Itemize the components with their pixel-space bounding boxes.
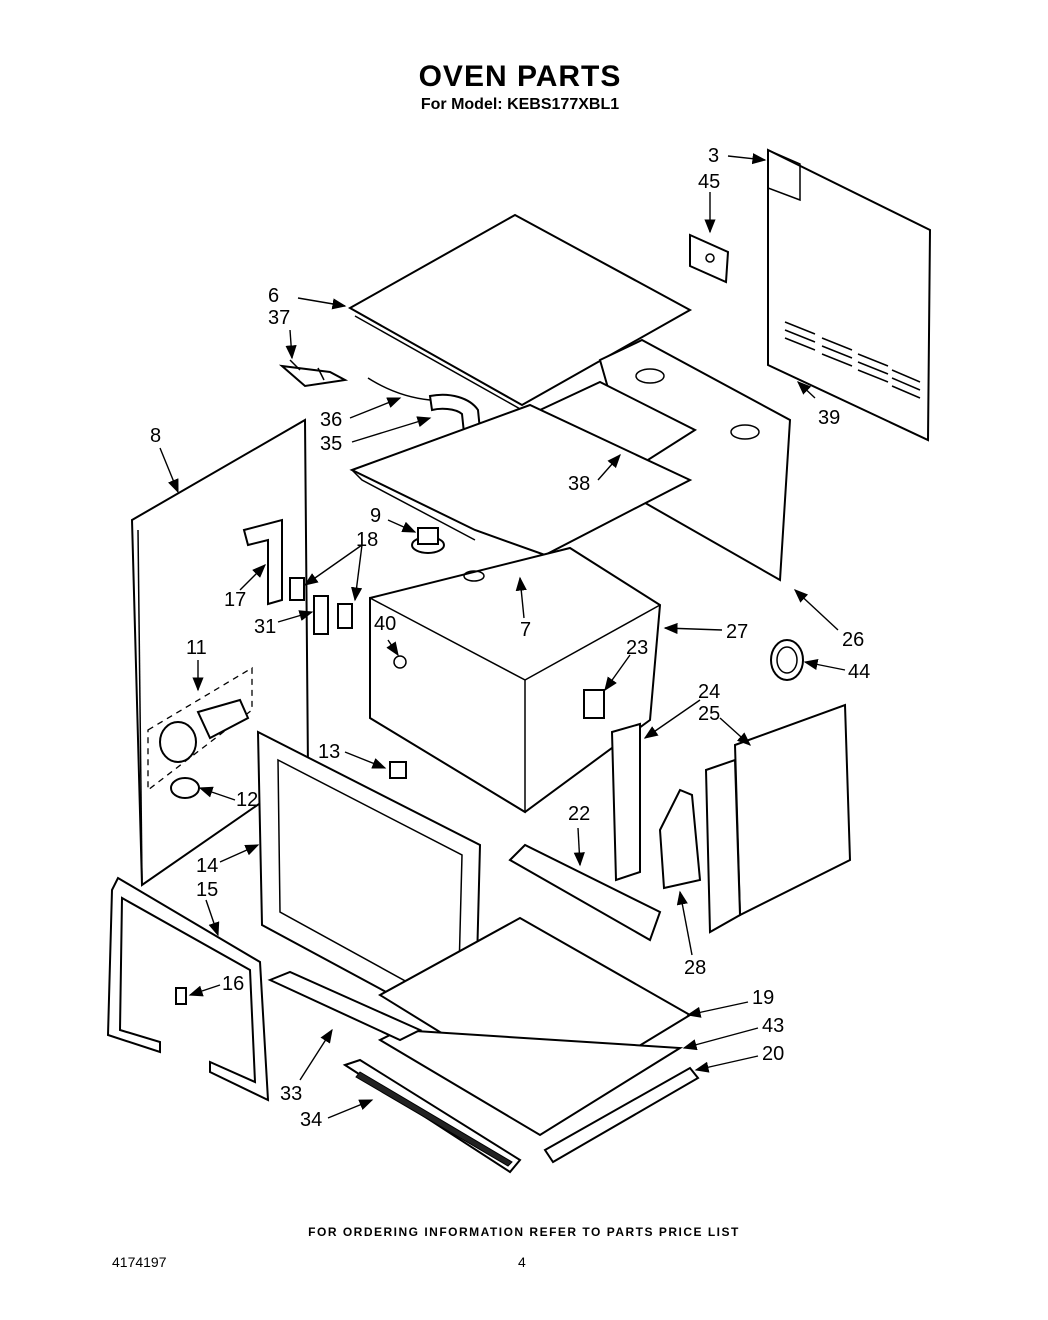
callout-25: 25 [698, 703, 720, 725]
callout-34: 34 [300, 1109, 322, 1131]
document-number: 4174197 [112, 1254, 167, 1270]
callout-9: 9 [370, 505, 381, 527]
kick-plate-34 [342, 1058, 522, 1174]
callout-7: 7 [520, 619, 531, 641]
support-rail-22 [508, 843, 662, 942]
hinge-strip-24 [610, 722, 641, 882]
callout-45: 45 [698, 171, 720, 193]
callout-43: 43 [762, 1015, 784, 1037]
door-panel [704, 703, 852, 934]
callout-39: 39 [818, 407, 840, 429]
callout-14: 14 [196, 855, 218, 877]
leader-lines [159, 153, 846, 1119]
oven-top-shield [349, 403, 693, 557]
callout-3: 3 [708, 145, 719, 167]
switch-part-37 [278, 359, 349, 388]
callout-24: 24 [698, 681, 720, 703]
callout-8: 8 [150, 425, 161, 447]
callout-36: 36 [320, 409, 342, 431]
callout-38: 38 [568, 473, 590, 495]
door-gasket [106, 876, 270, 1102]
callout-20: 20 [762, 1043, 784, 1065]
callout-12: 12 [236, 789, 258, 811]
callout-16: 16 [222, 973, 244, 995]
callout-28: 28 [684, 957, 706, 979]
callout-26: 26 [842, 629, 864, 651]
ordering-note: FOR ORDERING INFORMATION REFER TO PARTS … [308, 1225, 740, 1239]
page-title: OVEN PARTS [418, 60, 622, 93]
model-subtitle: For Model: KEBS177XBL1 [420, 96, 620, 113]
callout-33: 33 [280, 1083, 302, 1105]
clip-part-16 [175, 987, 187, 1005]
callout-40: 40 [374, 613, 396, 635]
callout-23: 23 [626, 637, 648, 659]
callout-27: 27 [726, 621, 748, 643]
hinge-part-28 [658, 788, 702, 890]
light-socket [411, 527, 445, 554]
callout-13: 13 [318, 741, 340, 763]
callout-44: 44 [848, 661, 870, 683]
hinge-bracket-17 [242, 518, 283, 606]
terminal-block-23 [583, 689, 605, 719]
callout-37: 37 [268, 307, 290, 329]
hinge-plate-33 [267, 970, 423, 1042]
callout-18: 18 [356, 529, 378, 551]
latch-part-13 [389, 761, 407, 779]
bracket-part-45 [689, 233, 730, 284]
switch-part-18 [289, 577, 353, 629]
callout-35: 35 [320, 433, 342, 455]
rear-access-panel [767, 148, 932, 442]
oven-cavity [369, 546, 662, 814]
bottom-rail-20 [543, 1066, 700, 1164]
callout-6: 6 [268, 285, 279, 307]
switch-part-31 [313, 595, 329, 635]
callout-11: 11 [186, 637, 207, 659]
light-assembly [147, 666, 253, 799]
callout-19: 19 [752, 987, 774, 1009]
callout-31: 31 [254, 616, 276, 638]
callout-labels: 3 45 6 37 36 35 39 8 38 9 18 17 31 7 27 … [150, 145, 870, 1131]
bottom-trim-43 [377, 1028, 684, 1137]
page-number: 4 [518, 1254, 526, 1270]
callout-15: 15 [196, 879, 218, 901]
callout-17: 17 [224, 589, 246, 611]
callout-22: 22 [568, 803, 590, 825]
ring-part-44 [770, 639, 804, 681]
